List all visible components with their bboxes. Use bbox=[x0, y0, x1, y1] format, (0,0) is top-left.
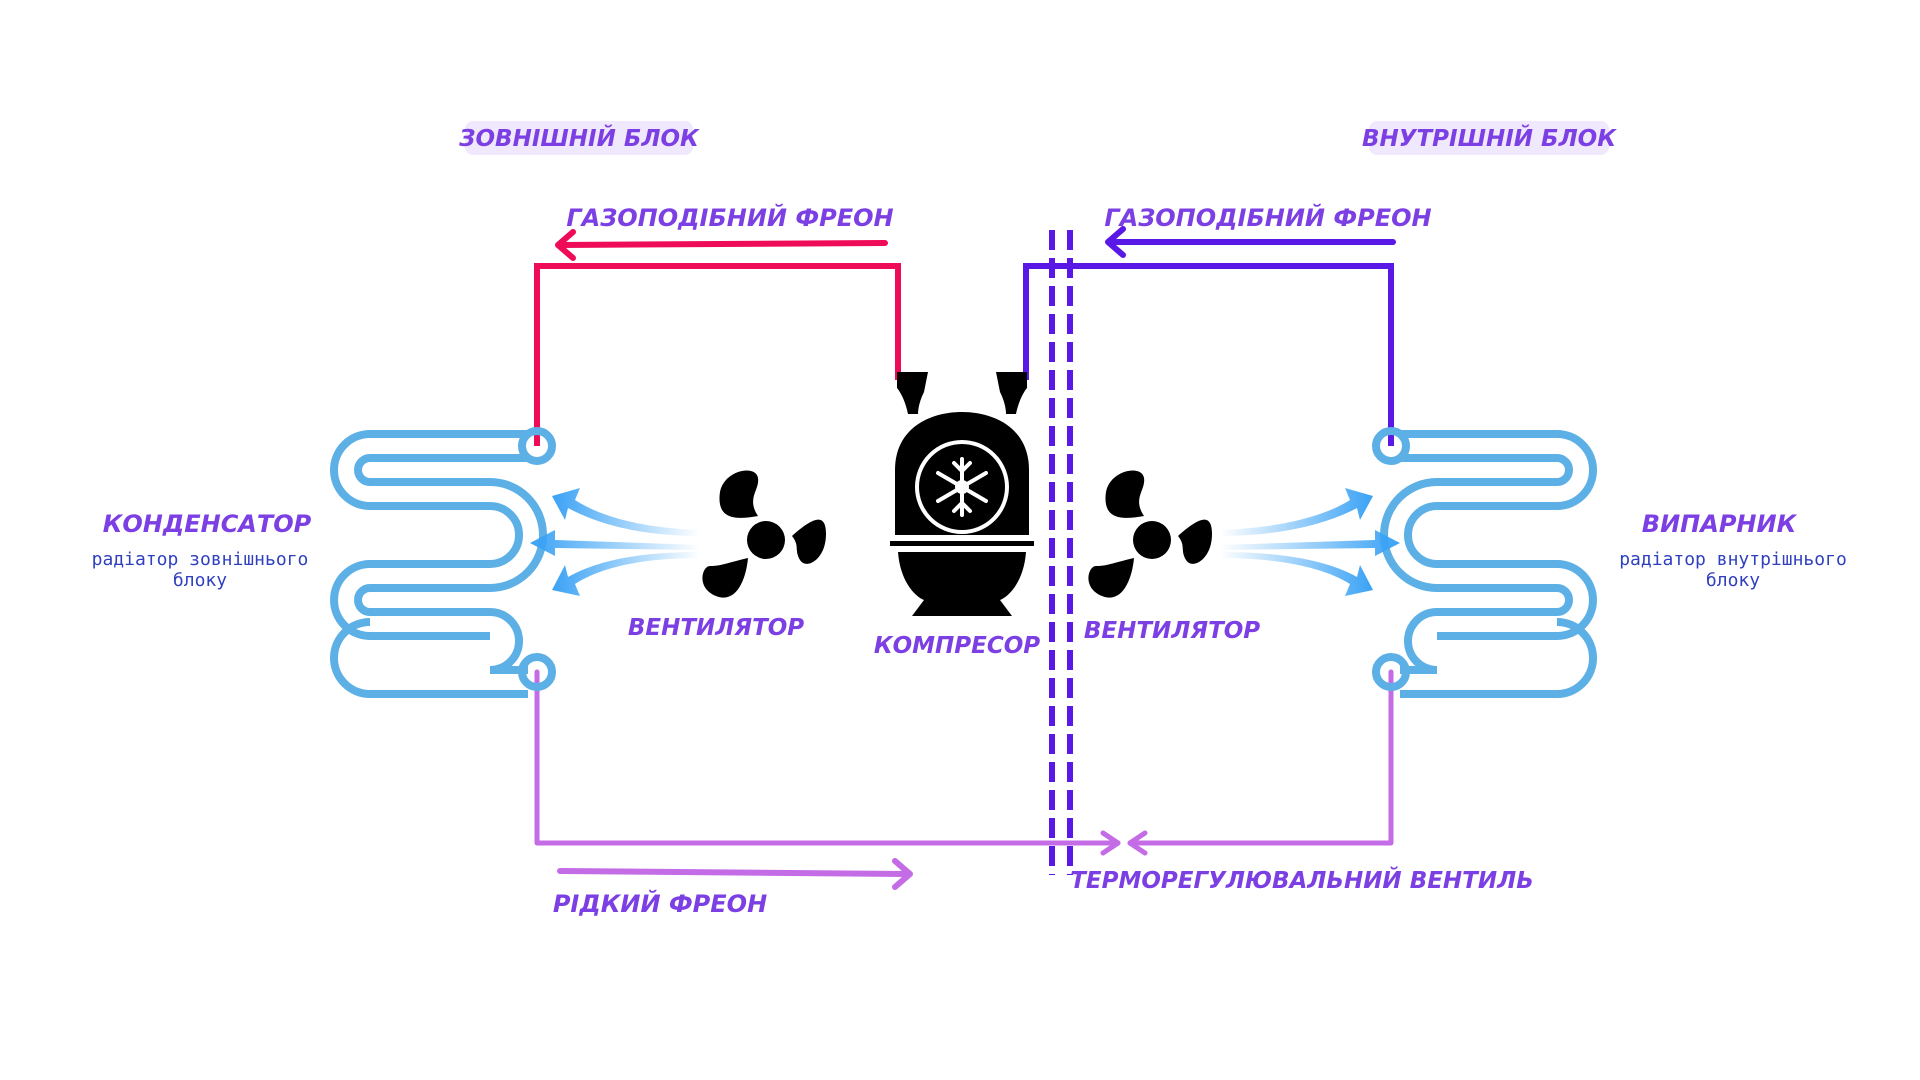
condenser-subtitle-line1: радіатор зовнішнього bbox=[92, 549, 309, 570]
liquid-freon-label: РІДКИЙ ФРЕОН bbox=[553, 889, 767, 918]
thermo-valve-label: ТЕРМОРЕГУЛЮВАЛЬНИЙ ВЕНТИЛЬ bbox=[1070, 866, 1534, 894]
evaporator-coil bbox=[1372, 427, 1597, 698]
outdoor-unit-label: ЗОВНІШНІЙ БЛОК bbox=[458, 124, 700, 152]
outdoor-airflow-arrows bbox=[530, 488, 700, 596]
evaporator-subtitle-line2: блоку bbox=[1706, 570, 1760, 591]
outdoor-unit-badge: ЗОВНІШНІЙ БЛОК bbox=[458, 121, 700, 155]
indoor-fan-icon bbox=[1088, 470, 1212, 598]
hot-gas-pipe bbox=[534, 263, 901, 446]
cold-gas-arrow bbox=[1105, 226, 1396, 258]
condenser-coil bbox=[330, 427, 556, 698]
indoor-airflow-arrows bbox=[1220, 488, 1400, 596]
condenser-subtitle-line2: блоку bbox=[173, 570, 227, 591]
gas-freon-indoor-label: ГАЗОПОДІБНИЙ ФРЕОН bbox=[1104, 203, 1431, 232]
compressor-label: КОМПРЕСОР bbox=[874, 633, 1040, 659]
outdoor-fan-icon bbox=[702, 470, 826, 598]
indoor-unit-label: ВНУТРІШНІЙ БЛОК bbox=[1362, 124, 1617, 152]
cold-gas-pipe bbox=[1023, 263, 1394, 446]
gas-freon-outdoor-label: ГАЗОПОДІБНИЙ ФРЕОН bbox=[566, 203, 893, 232]
indoor-fan-label: ВЕНТИЛЯТОР bbox=[1084, 618, 1260, 644]
liquid-pipe bbox=[534, 669, 1394, 856]
wall-partition bbox=[1049, 230, 1073, 875]
compressor-icon bbox=[890, 372, 1034, 616]
liquid-arrow bbox=[557, 858, 913, 890]
evaporator-label: ВИПАРНИК bbox=[1642, 510, 1798, 538]
outdoor-fan-label: ВЕНТИЛЯТОР bbox=[628, 615, 804, 641]
hot-gas-arrow bbox=[555, 229, 888, 261]
evaporator-subtitle-line1: радіатор внутрішнього bbox=[1619, 549, 1847, 570]
condenser-label: КОНДЕНСАТОР bbox=[103, 510, 312, 538]
indoor-unit-badge: ВНУТРІШНІЙ БЛОК bbox=[1362, 121, 1617, 155]
snowflake-icon bbox=[936, 457, 988, 517]
